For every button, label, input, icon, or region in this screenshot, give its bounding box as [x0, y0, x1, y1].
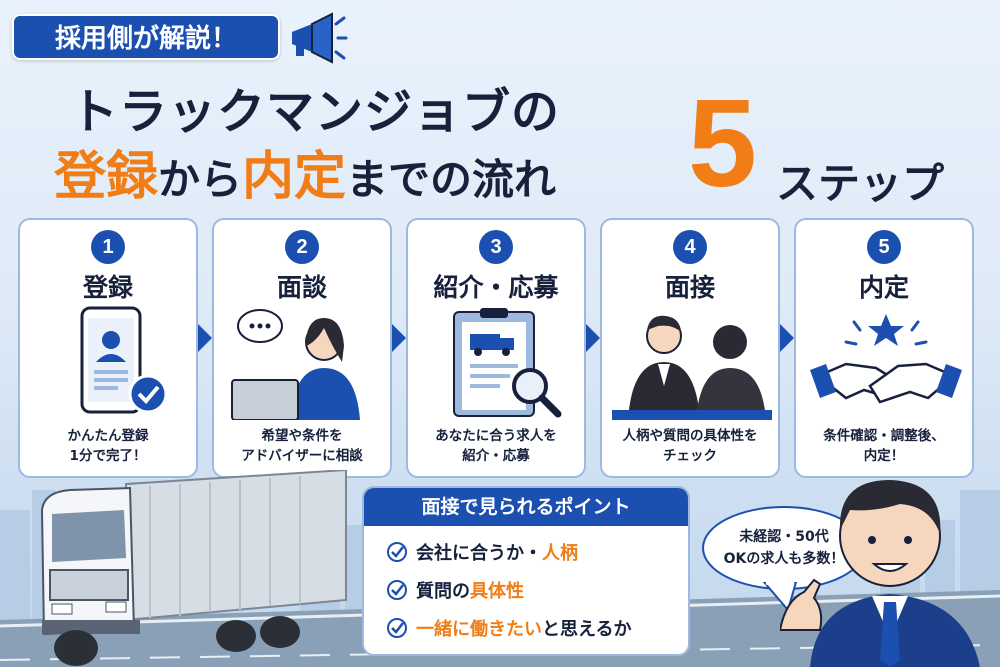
flow-arrow — [780, 324, 794, 352]
bubble-line: OKの求人も多数！ — [723, 551, 845, 567]
point-text: と思えるか — [542, 619, 632, 640]
step-desc: 希望や条件を アドバイザーに相談 — [214, 426, 390, 466]
step-desc-line: チェック — [663, 448, 717, 464]
handshake-icon — [810, 314, 962, 404]
point-text-highlight: 人柄 — [542, 543, 578, 564]
step-card-5: 5 内定 条件確認・調整後、 内定！ — [794, 218, 974, 478]
points-heading: 面接で見られるポイント — [364, 488, 688, 526]
title-segment: 登録 — [54, 147, 159, 207]
step-card-1: 1 登録 かんたん登録 1分で完了！ — [18, 218, 198, 478]
step-card-4: 4 面接 人柄や質問の具体性を チェック — [600, 218, 780, 478]
step-desc-line: 希望や条件を — [261, 428, 343, 444]
step-desc: 条件確認・調整後、 内定！ — [796, 426, 972, 466]
point-text: 質問の — [416, 581, 470, 602]
header-badge: 採用側が解説！ — [12, 14, 280, 60]
point-item: 質問の具体性 — [386, 572, 524, 608]
flow-arrow — [198, 324, 212, 352]
speech-bubble: 未経認・50代 OKの求人も多数！ — [702, 506, 866, 590]
step-desc: 人柄や質問の具体性を チェック — [602, 426, 778, 466]
point-item: 会社に合うか・人柄 — [386, 534, 578, 570]
speech-bubble-tail — [762, 582, 798, 612]
interview-points-box: 面接で見られるポイント 会社に合うか・人柄 質問の具体性 一緒に働きたいと思える… — [362, 486, 690, 656]
step-number: 3 — [479, 230, 513, 264]
step-desc-line: 1分で完了！ — [69, 448, 147, 464]
megaphone-icon — [292, 12, 348, 64]
point-text: 会社に合うか・ — [416, 543, 542, 564]
step-desc-line: アドバイザーに相談 — [241, 448, 363, 464]
point-text-highlight: 一緒に働きたい — [416, 619, 542, 640]
step-desc: あなたに合う求人を 紹介・応募 — [408, 426, 584, 466]
step-desc: かんたん登録 1分で完了！ — [20, 426, 196, 466]
flow-arrow — [392, 324, 406, 352]
smartphone-profile-icon — [80, 306, 168, 414]
steps-word: ステップ — [776, 159, 945, 208]
step-desc-line: あなたに合う求人を — [435, 428, 557, 444]
clipboard-truck-icon — [453, 308, 562, 418]
businessman-illustration — [780, 480, 980, 667]
step-number: 4 — [673, 230, 707, 264]
step-title: 面接 — [664, 273, 715, 302]
big-number-five: 5 — [688, 75, 757, 213]
step-card-2: 2 面談 希望や条件を アドバイザーに相談 — [212, 218, 392, 478]
step-title: 面談 — [276, 273, 327, 302]
step-desc-line: 人柄や質問の具体性を — [622, 428, 758, 444]
title-segment: から — [158, 155, 243, 204]
point-item: 一緒に働きたいと思えるか — [386, 610, 631, 646]
step-desc-line: 内定！ — [863, 448, 905, 464]
step-number: 5 — [867, 230, 901, 264]
step-title: 登録 — [82, 273, 133, 302]
step-card-3: 3 紹介・応募 あなたに合う求人を 紹介・応募 — [406, 218, 586, 478]
flow-arrow — [586, 324, 600, 352]
step-desc-line: 紹介・応募 — [462, 448, 530, 464]
step-title: 紹介・応募 — [433, 273, 559, 302]
check-circle-icon — [387, 618, 407, 638]
title-segment: までの流れ — [346, 155, 557, 204]
check-circle-icon — [387, 542, 407, 562]
step-title: 内定 — [858, 273, 909, 302]
bubble-line: 未経認・50代 — [739, 529, 829, 545]
interview-icon — [612, 315, 772, 420]
title-line-1: トラックマンジョブの — [70, 84, 561, 140]
truck-illustration — [40, 470, 347, 666]
title-segment: 内定 — [242, 147, 347, 207]
step-desc-line: かんたん登録 — [67, 428, 149, 444]
advisor-headset-icon — [231, 309, 360, 420]
title-line-2: 登録から内定までの流れ — [54, 134, 556, 209]
step-number: 2 — [285, 230, 319, 264]
step-number: 1 — [91, 230, 125, 264]
check-circle-icon — [387, 580, 407, 600]
point-text-highlight: 具体性 — [470, 581, 524, 602]
step-desc-line: 条件確認・調整後、 — [823, 428, 945, 444]
